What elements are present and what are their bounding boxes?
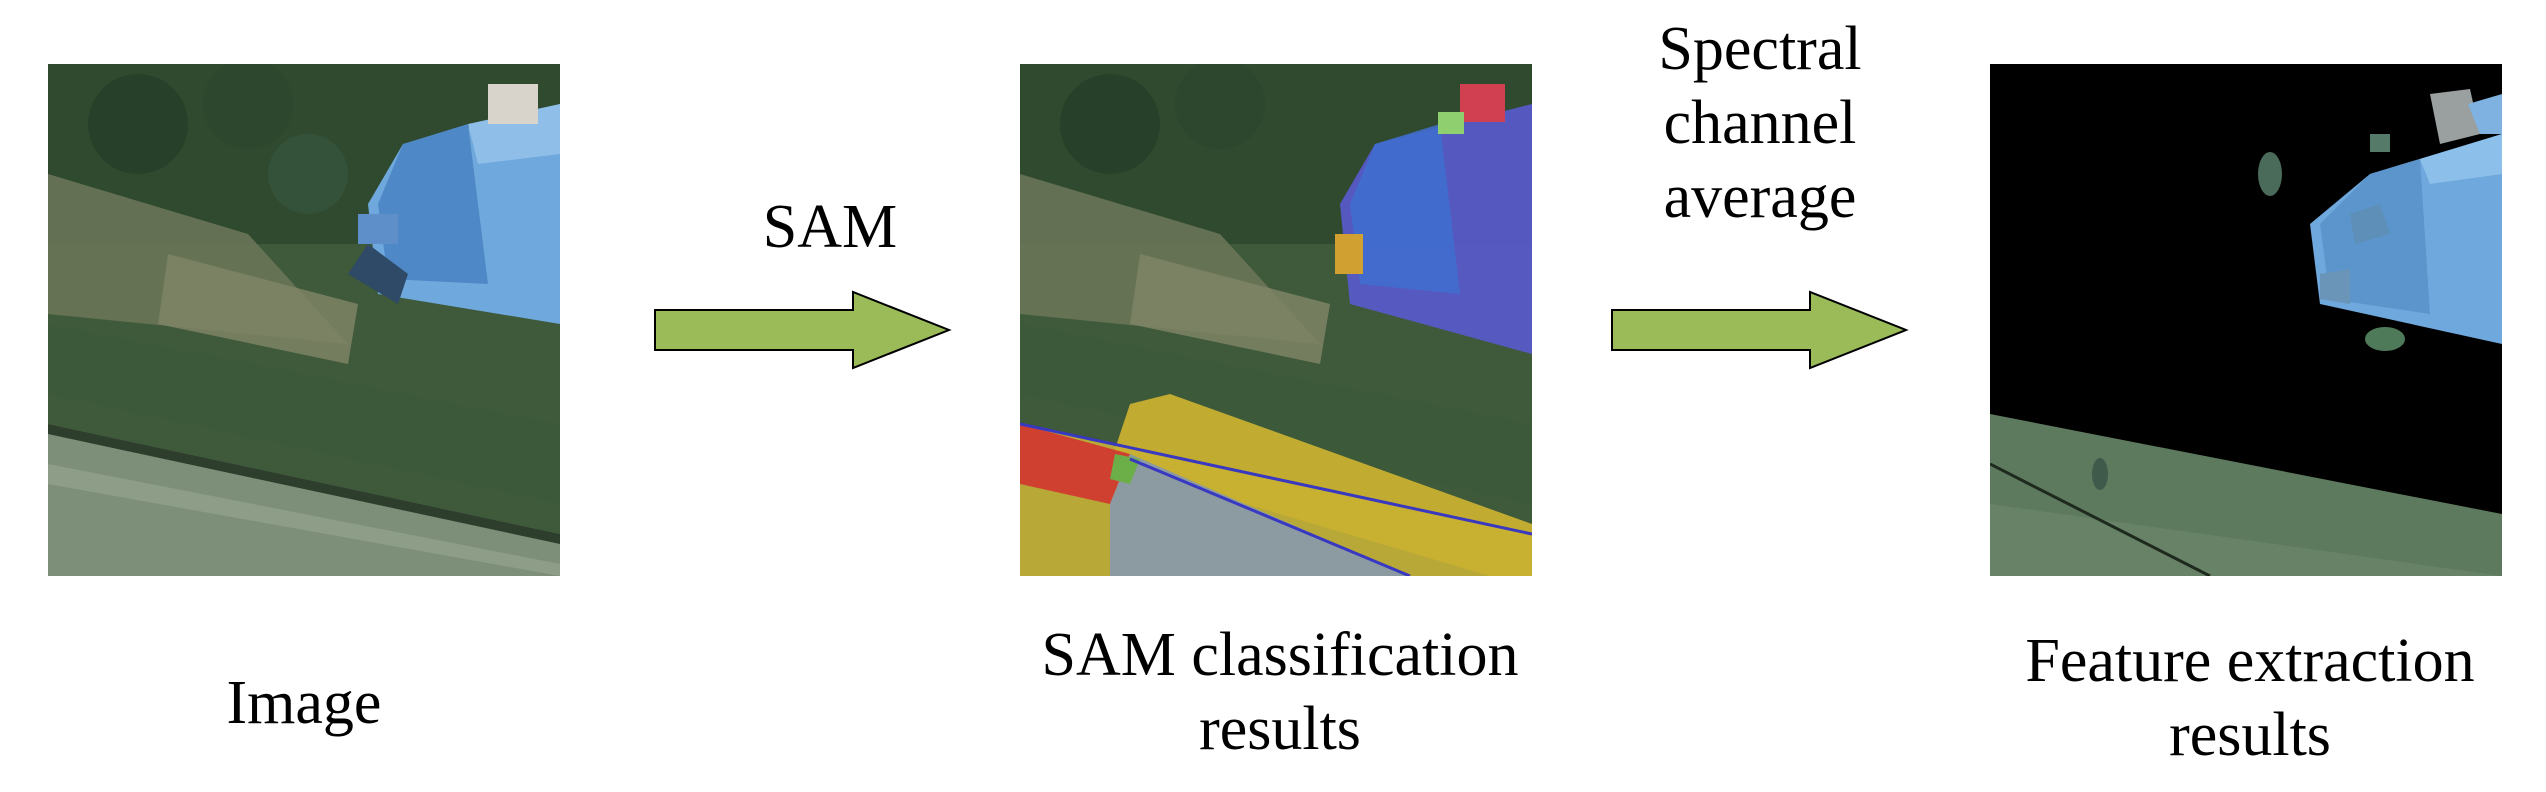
feature-map <box>1990 64 2502 576</box>
right-arrow-icon <box>1611 290 1909 370</box>
spectral-label-line-1: Spectral <box>1658 15 1862 83</box>
segmentation-overlay <box>1020 64 1532 576</box>
spectral-label-line-3: average <box>1663 163 1857 231</box>
aerial-photo <box>48 64 560 576</box>
feature-results-caption: Feature extraction results <box>1970 624 2530 772</box>
sam-arrow-icon <box>653 290 953 370</box>
sam-classification-image <box>1020 64 1532 576</box>
image-caption-line: Image <box>226 669 382 737</box>
spectral-label-line-2: channel <box>1663 89 1857 157</box>
sam-results-caption: SAM classification results <box>990 618 1570 766</box>
right-arrow-icon <box>654 290 952 370</box>
spectral-arrow-label: Spectral channel average <box>1560 12 1960 234</box>
feature-caption-line-1: Feature extraction <box>2025 627 2475 695</box>
sam-arrow-label: SAM <box>640 190 1020 264</box>
feature-caption-line-2: results <box>2169 701 2331 769</box>
image-caption: Image <box>104 666 504 740</box>
sam-caption-line-1: SAM classification <box>1041 621 1519 689</box>
spectral-average-arrow-icon <box>1610 290 1910 370</box>
sam-label-line: SAM <box>762 193 898 261</box>
feature-extraction-image <box>1990 64 2502 576</box>
input-aerial-image <box>48 64 560 576</box>
sam-caption-line-2: results <box>1199 695 1361 763</box>
